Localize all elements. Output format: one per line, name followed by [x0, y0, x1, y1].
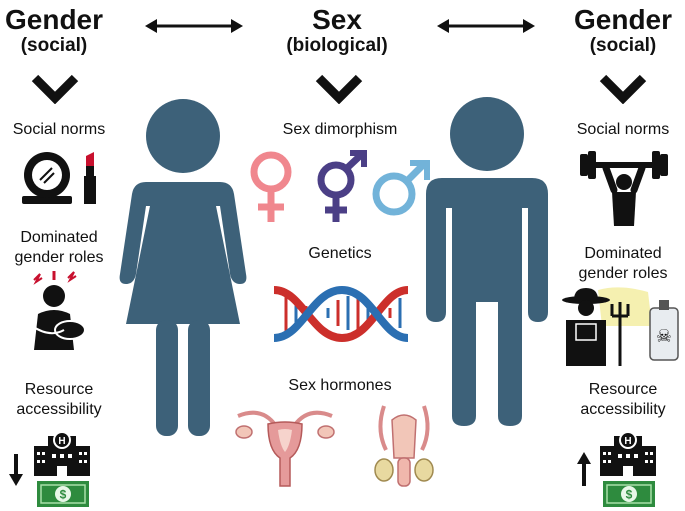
left-chevron-down-icon	[31, 74, 79, 104]
svg-text:$: $	[60, 488, 67, 502]
right-resource-label: Resource accessibility	[561, 380, 685, 420]
down-arrow-icon	[9, 454, 23, 486]
left-resource-line1: Resource	[24, 381, 94, 398]
svg-text:$: $	[626, 488, 633, 502]
left-title: Gender	[4, 4, 104, 35]
right-resource-line2: accessibility	[580, 401, 666, 418]
dna-helix-icon	[273, 285, 409, 343]
right-chevron-down-icon	[599, 74, 647, 104]
center-subtitle: (biological)	[286, 35, 388, 56]
left-gender-heading: Gender (social)	[0, 4, 108, 56]
weightlifter-icon	[580, 151, 668, 226]
left-double-arrow-icon	[145, 19, 243, 33]
farmer-pesticide-icon: ☠	[562, 287, 679, 366]
right-hospital-icon: H	[600, 431, 656, 476]
svg-text:H: H	[624, 436, 631, 447]
sex-dimorphism-label: Sex dimorphism	[282, 121, 398, 138]
mirror-lipstick-icon	[22, 152, 96, 204]
female-reproductive-icon	[235, 410, 335, 487]
left-hospital-icon: H	[34, 431, 90, 476]
center-chevron-down-icon	[315, 74, 363, 104]
left-money-icon: $	[37, 481, 89, 507]
male-figure-icon	[426, 97, 548, 426]
svg-text:☠: ☠	[656, 326, 672, 347]
left-resource-line2: accessibility	[16, 401, 102, 418]
right-subtitle: (social)	[589, 35, 657, 56]
right-resource-line1: Resource	[588, 381, 658, 398]
right-roles-label: Dominated gender roles	[561, 244, 685, 284]
left-resource-label: Resource accessibility	[0, 380, 118, 420]
stressed-caregiver-icon	[31, 271, 86, 350]
up-arrow-icon	[577, 452, 591, 486]
right-money-icon: $	[603, 481, 655, 507]
center-title: Sex	[312, 4, 362, 35]
female-symbol-icon	[250, 151, 292, 222]
intersex-symbol-icon	[317, 150, 367, 222]
left-roles-line1: Dominated	[20, 229, 98, 246]
genetics-label: Genetics	[308, 245, 372, 262]
left-roles-label: Dominated gender roles	[0, 228, 118, 268]
right-roles-line1: Dominated	[584, 245, 662, 262]
right-double-arrow-icon	[437, 19, 535, 33]
right-social-norms-label: Social norms	[576, 121, 670, 138]
right-gender-heading: Gender (social)	[565, 4, 681, 56]
right-roles-line2: gender roles	[578, 265, 668, 282]
female-figure-icon	[119, 99, 247, 436]
left-social-norms-label: Social norms	[12, 121, 106, 138]
sex-hormones-label: Sex hormones	[288, 377, 392, 394]
male-reproductive-icon	[374, 405, 434, 487]
left-roles-line2: gender roles	[14, 249, 104, 266]
right-title: Gender	[573, 4, 673, 35]
center-sex-heading: Sex (biological)	[262, 4, 412, 56]
svg-text:H: H	[58, 436, 65, 447]
male-symbol-icon	[372, 160, 430, 216]
left-subtitle: (social)	[20, 35, 88, 56]
